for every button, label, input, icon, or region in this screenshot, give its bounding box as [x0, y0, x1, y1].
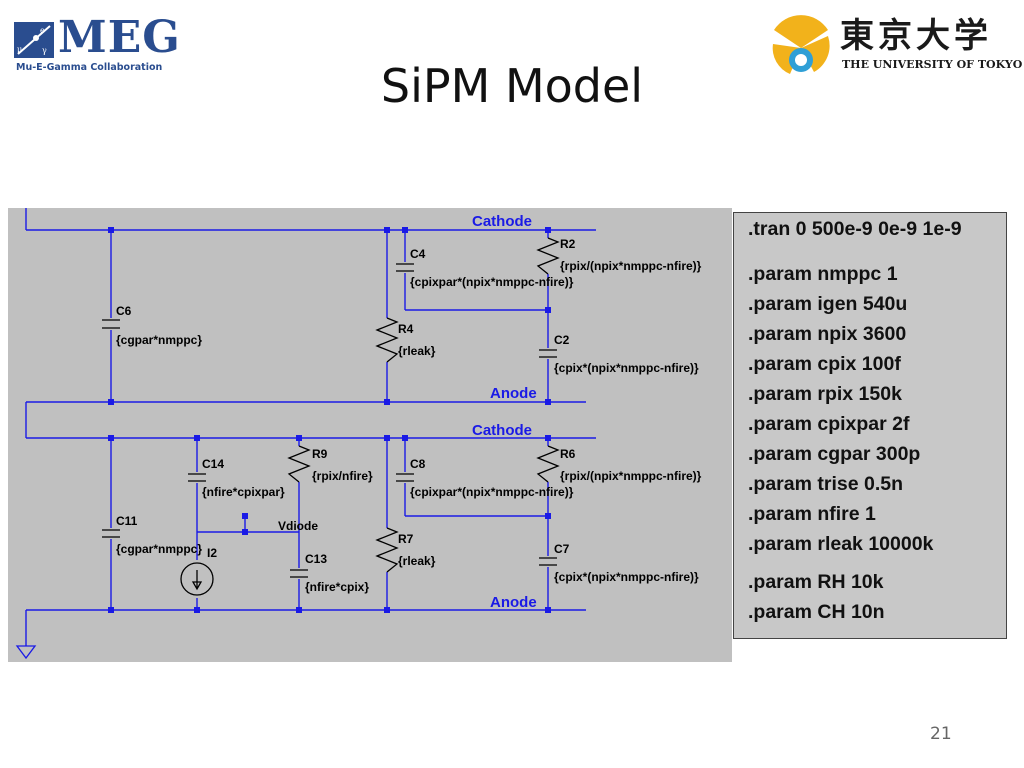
- svg-text:e: e: [40, 26, 45, 35]
- r6-ref: R6: [560, 447, 576, 461]
- university-name-japanese: 東京大学: [840, 16, 992, 56]
- c14-ref: C14: [202, 457, 224, 471]
- net-label-anode-top: Anode: [490, 385, 537, 402]
- university-of-tokyo-logo: 東京大学 THE UNIVERSITY OF TOKYO: [770, 14, 1022, 84]
- spice-directives-panel: .tran 0 500e-9 0e-9 1e-9 .param nmppc 1 …: [733, 212, 1007, 639]
- c7-ref: C7: [554, 542, 570, 556]
- c8-value: {cpixpar*(npix*nmppc-nfire)}: [410, 485, 574, 499]
- ginkgo-leaf-icon: [770, 14, 832, 78]
- ground-symbol-icon: [15, 645, 37, 660]
- circuit-schematic: Cathode Anode Cathode Anode Vdiode C6 {c…: [8, 208, 732, 662]
- r9-ref: R9: [312, 447, 328, 461]
- c4-ref: C4: [410, 247, 426, 261]
- c13-ref: C13: [305, 552, 327, 566]
- c2-value: {cpix*(npix*nmppc-nfire)}: [554, 361, 699, 375]
- r7-value: {rleak}: [398, 554, 436, 568]
- meg-logo: μ e γ MEG Mu-E-Gamma Collaboration: [14, 12, 194, 76]
- r2-ref: R2: [560, 237, 576, 251]
- university-name-english: THE UNIVERSITY OF TOKYO: [842, 58, 1023, 71]
- spice-directive: .param trise 0.5n: [748, 473, 903, 495]
- spice-directive: .param RH 10k: [748, 571, 884, 593]
- spice-directive: .param nmppc 1: [748, 263, 898, 285]
- spice-directive: .param npix 3600: [748, 323, 907, 345]
- resistor-symbols: [287, 237, 560, 573]
- r7-ref: R7: [398, 532, 414, 546]
- net-label-anode-bottom: Anode: [490, 594, 537, 611]
- c8-ref: C8: [410, 457, 426, 471]
- r2-value: {rpix/(npix*nmppc-nfire)}: [560, 259, 702, 273]
- spice-directive: .param CH 10n: [748, 601, 885, 623]
- c11-value: {cgpar*nmppc}: [116, 542, 202, 556]
- meg-emblem-icon: μ e γ: [14, 22, 54, 58]
- net-label-cathode-bottom: Cathode: [472, 422, 532, 439]
- c14-value: {nfire*cpixpar}: [202, 485, 285, 499]
- c7-value: {cpix*(npix*nmppc-nfire)}: [554, 570, 699, 584]
- spice-directive: .tran 0 500e-9 0e-9 1e-9: [748, 218, 962, 240]
- spice-directive: .param cpixpar 2f: [748, 413, 910, 435]
- net-label-cathode-top: Cathode: [472, 213, 532, 230]
- c6-ref: C6: [116, 304, 132, 318]
- r6-value: {rpix/(npix*nmppc-nfire)}: [560, 469, 702, 483]
- meg-logo-subtitle: Mu-E-Gamma Collaboration: [16, 62, 163, 73]
- capacitor-symbols: [102, 263, 557, 578]
- spice-directive: .param rleak 10000k: [748, 533, 934, 555]
- spice-directive: .param nfire 1: [748, 503, 876, 525]
- svg-text:γ: γ: [42, 46, 47, 55]
- schematic-wires: [25, 208, 596, 646]
- slide-title: SiPM Model: [380, 59, 644, 113]
- spice-directive: .param rpix 150k: [748, 383, 902, 405]
- spice-directive: .param igen 540u: [748, 293, 908, 315]
- r4-ref: R4: [398, 322, 414, 336]
- net-label-vdiode: Vdiode: [278, 519, 318, 533]
- c4-value: {cpixpar*(npix*nmppc-nfire)}: [410, 275, 574, 289]
- c11-ref: C11: [116, 514, 138, 528]
- current-source-i2-icon: [180, 562, 214, 596]
- svg-text:μ: μ: [17, 45, 22, 54]
- r4-value: {rleak}: [398, 344, 436, 358]
- junction-dots: [108, 227, 551, 613]
- i2-ref: I2: [207, 546, 217, 560]
- c13-value: {nfire*cpix}: [305, 580, 369, 594]
- page-number: 21: [930, 724, 952, 744]
- spice-directive: .param cpix 100f: [748, 353, 901, 375]
- spice-directive: .param cgpar 300p: [748, 443, 921, 465]
- c6-value: {cgpar*nmppc}: [116, 333, 202, 347]
- r9-value: {rpix/nfire}: [312, 469, 373, 483]
- meg-logo-text: MEG: [58, 12, 181, 63]
- c2-ref: C2: [554, 333, 570, 347]
